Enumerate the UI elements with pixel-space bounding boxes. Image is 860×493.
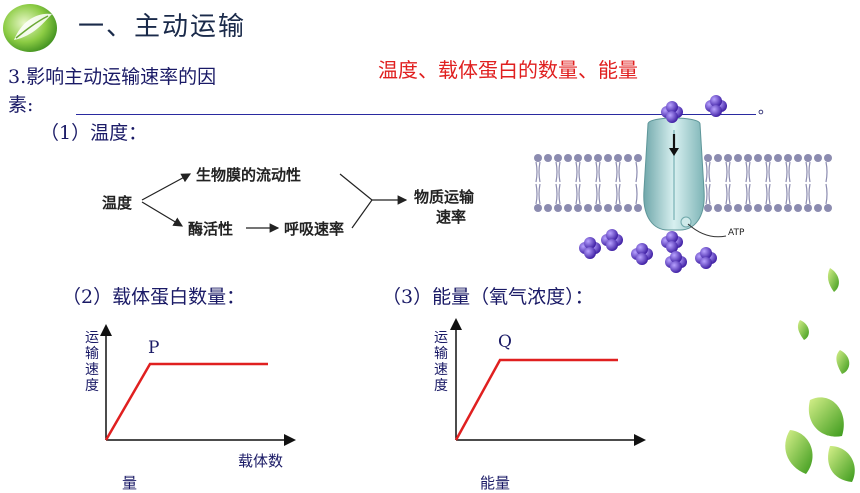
question-line-1: 3.影响主动运输速率的因 [8,66,217,88]
answer-text: 温度、载体蛋白的数量、能量 [378,58,638,82]
carrier-graph-xlabel: 载体数 [238,452,284,470]
decorative-leaves-icon [785,268,855,482]
diagram-lower-b: 呼吸速率 [284,220,345,238]
factor-carrier-label: （2）载体蛋白数量： [62,286,246,308]
diagram-result-2: 速率 [436,208,467,226]
factor-temperature-label: （1）温度： [40,122,148,144]
section-title: 一、主动运输 [78,12,247,42]
question-period: 。 [758,99,774,117]
diagram-lower-a: 酶活性 [188,220,234,238]
atp-label: ATP [728,228,745,238]
diagram-upper: 生物膜的流动性 [196,166,302,184]
leaf-logo-icon [3,4,57,52]
answer-blank-line [76,114,756,115]
membrane-transport-illustration [534,95,832,273]
energy-graph-point: Q [498,332,512,352]
diagram-start: 温度 [102,194,133,212]
energy-graph-curve [454,358,618,441]
diagram-result-1: 物质运输 [414,188,475,206]
factor-energy-label: （3）能量（氧气浓度）： [382,286,594,308]
question-line-2: 素: [8,94,34,116]
energy-graph-ylabel: 运输 速度 [434,330,448,394]
carrier-graph-point: P [148,338,160,358]
carrier-graph-curve [104,362,268,441]
carrier-graph-ylabel: 运输 速度 [85,330,99,394]
